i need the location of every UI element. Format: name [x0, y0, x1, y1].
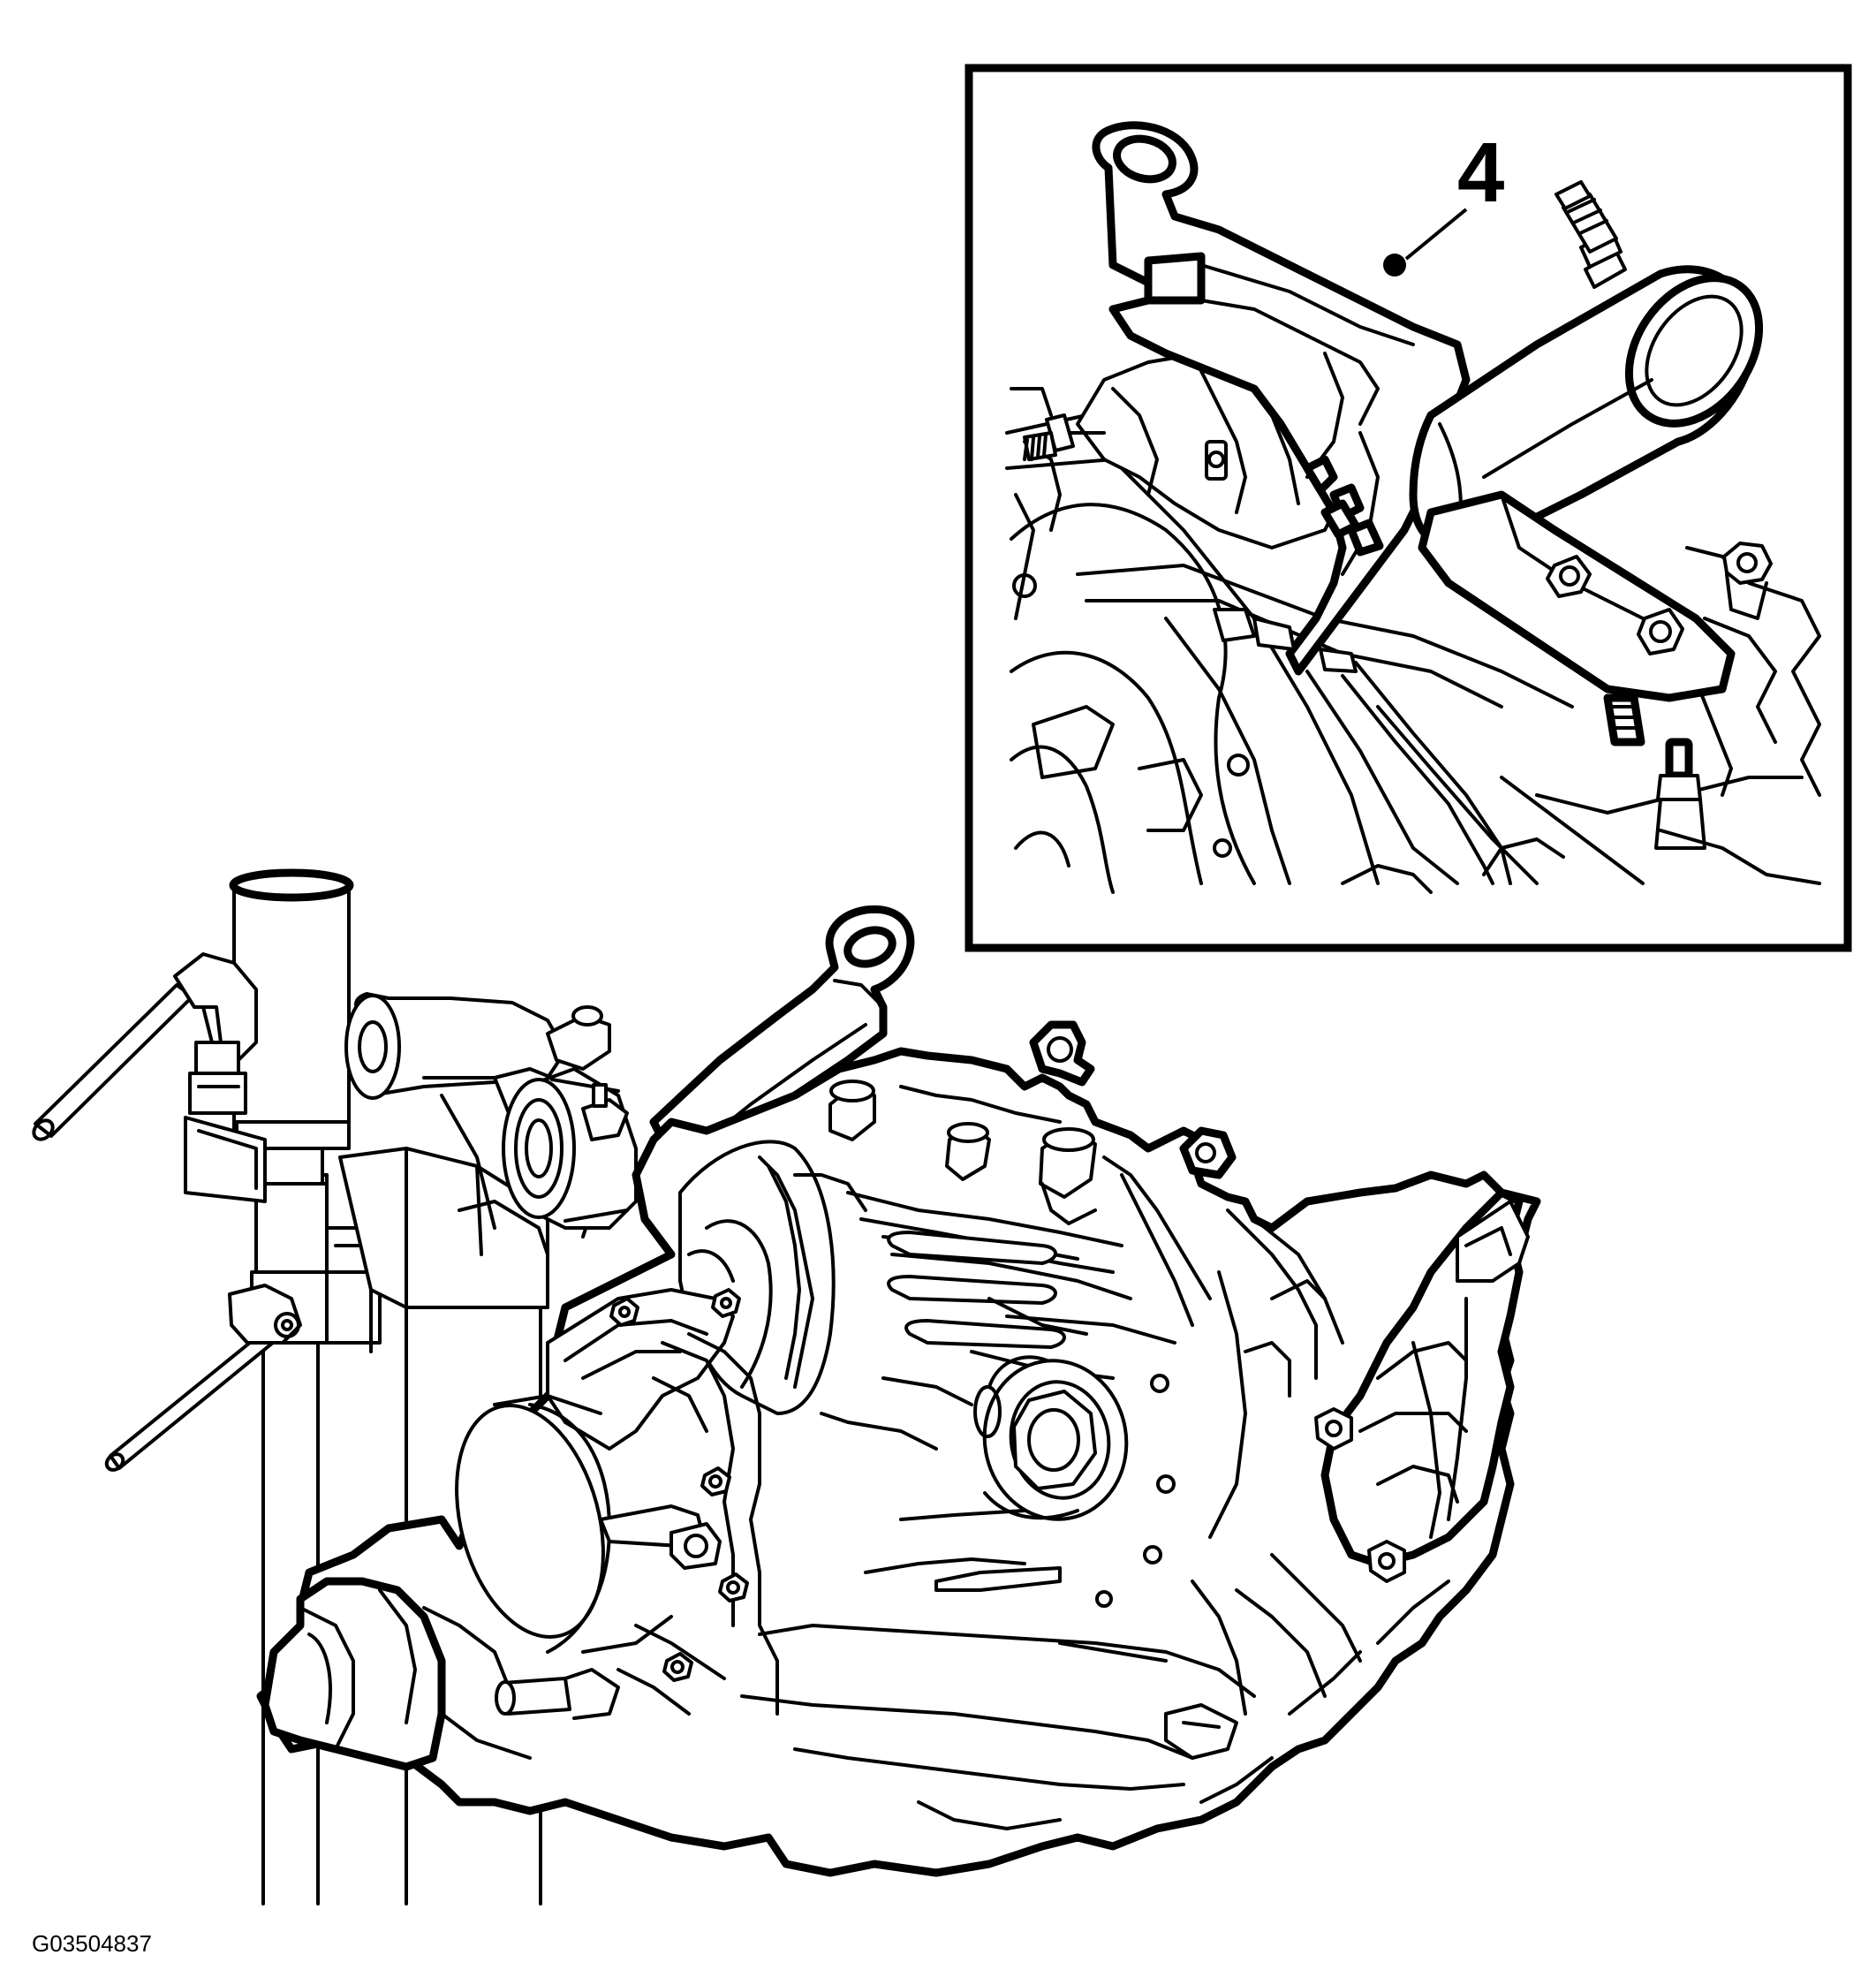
transmission-flange-hub	[973, 1355, 1129, 1521]
transmission-left-flange	[617, 1332, 779, 1716]
inset-bolts	[1303, 455, 1384, 557]
stand-vertical-tube	[229, 868, 354, 1186]
inset-lower-stud	[1603, 693, 1706, 850]
inset-housing-lines	[1005, 369, 1821, 894]
callout-leader-4	[1404, 208, 1468, 261]
stand-block	[338, 1147, 549, 1353]
stand-lock-rod	[104, 1284, 302, 1472]
transmission-lower-contours	[740, 1509, 1450, 1830]
transmission-output-cap	[261, 1577, 532, 1771]
figure-id: G03504837	[32, 1930, 152, 1957]
detail-inset: 4	[964, 64, 1852, 952]
stand-adapter-cylinder	[502, 1067, 638, 1230]
inset-right-bolt	[1722, 542, 1773, 620]
transmission-axle-stub	[495, 1668, 620, 1720]
callout-label-4: 4	[1457, 125, 1504, 220]
inset-clamp-plate	[1418, 490, 1736, 702]
stand-horizontal-arm	[344, 992, 611, 1256]
transmission-case-holes	[1095, 1374, 1176, 1608]
transmission-side-cover	[455, 1288, 735, 1654]
callout-dot-4	[1383, 254, 1406, 277]
inset-cylinder-tube	[1409, 180, 1764, 552]
stand-crank-handle	[32, 952, 267, 1203]
transmission-on-stand	[32, 868, 1541, 1905]
inset-callout-4: 4	[1383, 125, 1504, 277]
inset-connector	[1213, 608, 1512, 885]
transmission-end-mount	[1208, 1188, 1530, 1583]
transmission-cover-bolts	[609, 1288, 749, 1682]
transmission-rib-lines	[820, 1191, 1176, 1451]
transmission-top-fittings	[828, 1020, 1237, 1327]
